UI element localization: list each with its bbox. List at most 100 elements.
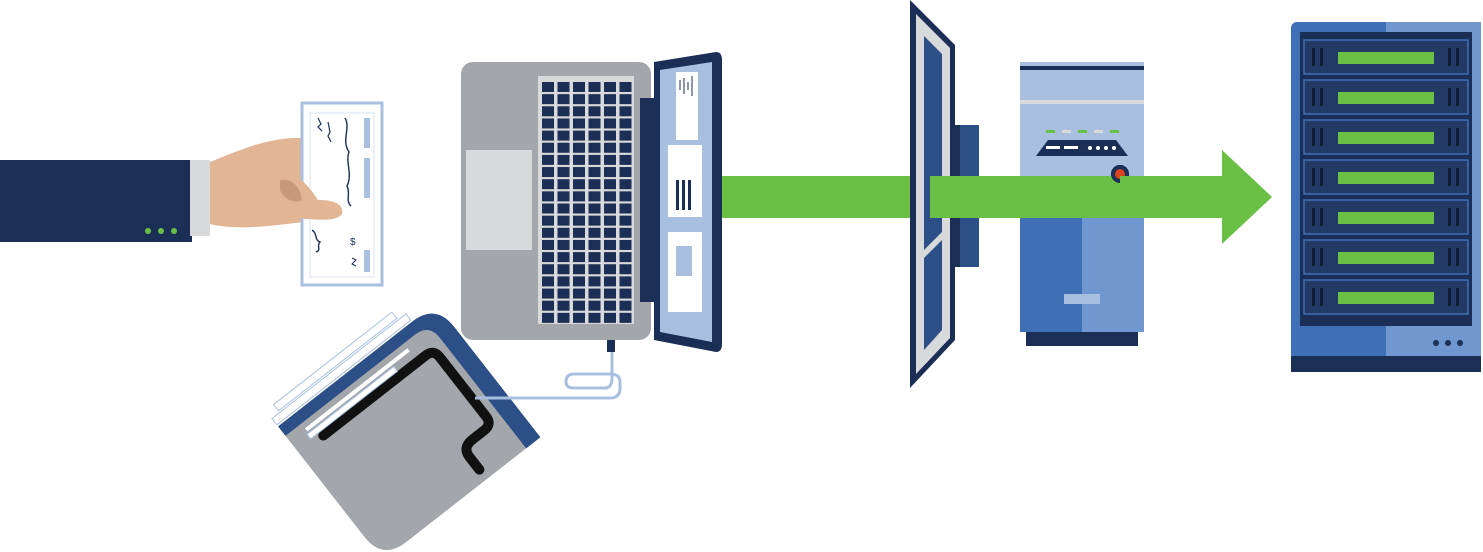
keyboard-key xyxy=(620,167,632,177)
keyboard-key xyxy=(604,252,616,262)
keyboard-key xyxy=(558,118,570,128)
keyboard-key xyxy=(604,82,616,92)
keyboard-key xyxy=(604,155,616,165)
keyboard-key xyxy=(589,289,601,299)
keyboard-key xyxy=(558,216,570,226)
keyboard-key xyxy=(542,216,554,226)
keyboard-key xyxy=(604,228,616,238)
keyboard-key xyxy=(589,118,601,128)
keyboard-key xyxy=(604,179,616,189)
laptop-icon xyxy=(461,52,722,352)
keyboard-key xyxy=(620,82,632,92)
keyboard-key xyxy=(542,118,554,128)
keyboard-key xyxy=(558,204,570,214)
rack-vent xyxy=(1312,88,1315,106)
keyboard-key xyxy=(620,155,632,165)
rack-vent xyxy=(1312,208,1315,226)
keyboard-key xyxy=(620,94,632,104)
keyboard-key xyxy=(542,313,554,323)
keyboard-key xyxy=(558,276,570,286)
keyboard-key xyxy=(620,301,632,311)
usb-plug xyxy=(607,338,615,352)
keyboard-key xyxy=(589,155,601,165)
keyboard-key xyxy=(620,228,632,238)
rack-status-bar xyxy=(1338,212,1434,224)
keyboard-key xyxy=(604,131,616,141)
keyboard-key xyxy=(589,106,601,116)
keyboard-key xyxy=(573,155,585,165)
keyboard-key xyxy=(558,179,570,189)
rack-vent xyxy=(1312,168,1315,186)
keyboard-key xyxy=(589,131,601,141)
keyboard-key xyxy=(620,179,632,189)
keyboard-key xyxy=(604,118,616,128)
keyboard-key xyxy=(604,240,616,250)
keyboard-key xyxy=(589,264,601,274)
keyboard-key xyxy=(620,313,632,323)
keyboard-key xyxy=(558,313,570,323)
keyboard-key xyxy=(542,228,554,238)
keyboard-key xyxy=(620,252,632,262)
keyboard-key xyxy=(542,82,554,92)
keyboard-key xyxy=(573,204,585,214)
keyboard-key xyxy=(558,289,570,299)
keyboard-key xyxy=(604,94,616,104)
keyboard-key xyxy=(542,264,554,274)
keyboard-key xyxy=(604,143,616,153)
keyboard-key xyxy=(573,106,585,116)
keyboard-key xyxy=(604,276,616,286)
rack-vent xyxy=(1320,208,1323,226)
rack-vent xyxy=(1456,48,1459,66)
rack-vent xyxy=(1312,128,1315,146)
keyboard-key xyxy=(589,143,601,153)
keyboard-key xyxy=(542,167,554,177)
keyboard-key xyxy=(542,301,554,311)
keyboard-key xyxy=(573,143,585,153)
keyboard-key xyxy=(604,204,616,214)
rack-vent xyxy=(1448,208,1451,226)
keyboard-key xyxy=(573,228,585,238)
keyboard-key xyxy=(620,204,632,214)
keyboard-key xyxy=(558,82,570,92)
flow-arrow-overlay xyxy=(930,176,1120,218)
keyboard-key xyxy=(573,118,585,128)
keyboard-key xyxy=(542,191,554,201)
rack-vent xyxy=(1320,48,1323,66)
keyboard-key xyxy=(542,252,554,262)
rack-vent xyxy=(1448,248,1451,266)
rack-status-bar xyxy=(1338,252,1434,264)
keyboard-key xyxy=(589,276,601,286)
keyboard-key xyxy=(558,301,570,311)
keyboard-key xyxy=(573,179,585,189)
keyboard-key xyxy=(589,167,601,177)
keyboard-key xyxy=(542,155,554,165)
keyboard-key xyxy=(558,143,570,153)
keyboard-key xyxy=(620,143,632,153)
keyboard-key xyxy=(620,264,632,274)
keyboard-key xyxy=(558,167,570,177)
rack-vent xyxy=(1448,88,1451,106)
rack-vent xyxy=(1456,248,1459,266)
keyboard-key xyxy=(589,94,601,104)
keyboard-key xyxy=(620,191,632,201)
rack-vent xyxy=(1456,288,1459,306)
keyboard-key xyxy=(573,216,585,226)
keyboard-key xyxy=(589,301,601,311)
rack-vent xyxy=(1448,128,1451,146)
keyboard-key xyxy=(589,240,601,250)
rack-vent xyxy=(1320,168,1323,186)
keyboard-key xyxy=(542,204,554,214)
rack-vent xyxy=(1312,248,1315,266)
rack-vent xyxy=(1320,288,1323,306)
rack-vent xyxy=(1320,128,1323,146)
keyboard-key xyxy=(542,240,554,250)
keyboard-key xyxy=(558,94,570,104)
keyboard-key xyxy=(620,216,632,226)
rack-vent xyxy=(1456,88,1459,106)
keyboard-key xyxy=(620,240,632,250)
keyboard-key xyxy=(573,264,585,274)
keyboard-key xyxy=(620,106,632,116)
keyboard-key xyxy=(558,131,570,141)
keyboard-key xyxy=(589,179,601,189)
check-dollar-sign: $ xyxy=(350,237,356,248)
